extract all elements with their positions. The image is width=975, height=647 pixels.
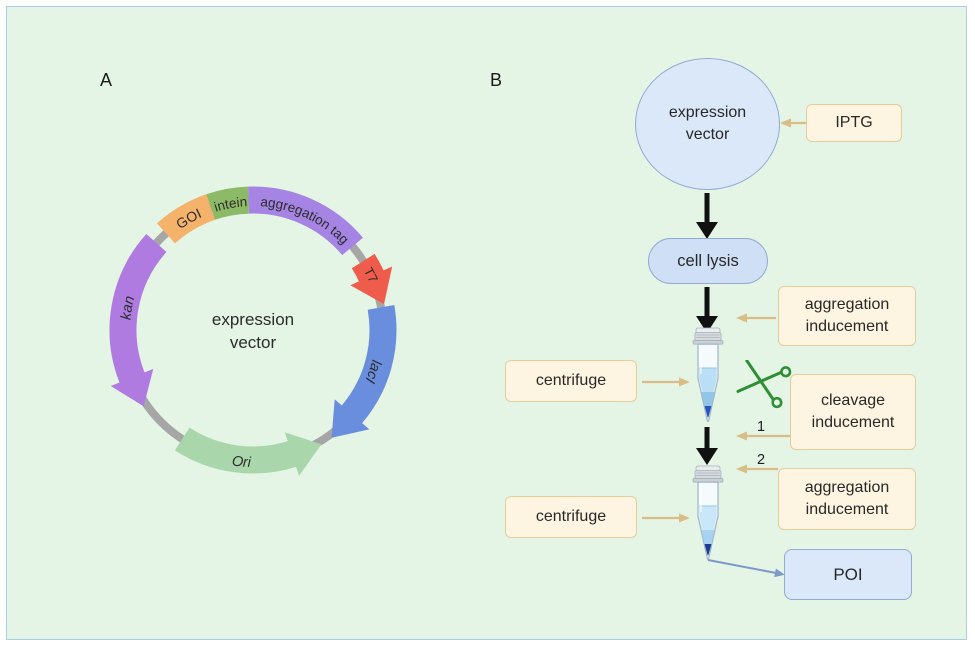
centrifuge-1-arrow (642, 377, 690, 387)
cell-lysis-node: cell lysis (648, 238, 768, 284)
plasmid-center-label-line1: expression (212, 310, 294, 329)
step-1-number: 1 (757, 419, 766, 435)
flow-arrow-1 (696, 193, 718, 239)
tube1-cap (694, 332, 722, 341)
cleavage-inducement-line1: cleavage (820, 392, 886, 410)
expression-vector-node: expression vector (635, 58, 780, 190)
segment-kan-arrow (109, 233, 167, 407)
expression-vector-line1: expression (668, 104, 747, 122)
expression-vector-line2: vector (685, 126, 730, 143)
flow-arrow-3 (696, 427, 718, 465)
poi-arrow (707, 559, 785, 578)
flow-arrow-2 (696, 287, 718, 333)
aggregation-inducement-2-line1: aggregation (804, 479, 890, 497)
cleavage-inducement-arrow (736, 431, 790, 441)
aggregation-inducement-1-line2: inducement (805, 318, 889, 335)
tube1-pellet (704, 406, 712, 418)
cell-lysis-label: cell lysis (677, 251, 739, 270)
centrifuge-1-callout: centrifuge (505, 360, 637, 402)
centrifuge-2-label: centrifuge (535, 508, 607, 525)
intein-label: intein (212, 194, 247, 215)
aggregation-inducement-1-callout: aggregation inducement (778, 286, 916, 346)
laci-label: lacI (361, 358, 384, 385)
kan-label: kan (118, 294, 138, 320)
panel-b-label: B (490, 70, 503, 90)
step-2-number: 2 (757, 452, 766, 468)
segment-ori-arrow (174, 427, 322, 476)
poi-node: POI (784, 549, 912, 600)
aggregation-inducement-1-line1: aggregation (804, 296, 890, 314)
segment-intein (206, 186, 250, 220)
iptg-arrow (780, 118, 806, 128)
aggregation-inducement-2-arrow (736, 464, 778, 474)
tube2-flange (692, 478, 724, 483)
iptg-label: IPTG (835, 114, 873, 131)
plasmid-center-label-line2: vector (230, 333, 277, 352)
poi-label: POI (833, 564, 863, 584)
iptg-callout: IPTG (806, 104, 902, 142)
centrifuge-1-label: centrifuge (535, 372, 607, 389)
centrifuge-2-arrow (642, 513, 690, 523)
tube1-flange (692, 340, 724, 345)
tube-icon-2 (692, 465, 724, 561)
ori-label: Ori (231, 454, 252, 472)
scissors-icon (736, 360, 792, 409)
segment-goi (156, 194, 216, 244)
aggregation-inducement-2-line2: inducement (805, 501, 889, 518)
segment-laci-arrow (331, 305, 397, 438)
tube-icon-1 (692, 327, 724, 423)
segment-aggregation-tag (248, 186, 363, 256)
panel-a-label: A (100, 70, 113, 90)
cleavage-inducement-line2: inducement (811, 414, 895, 431)
segment-t7-promoter-arrow (350, 253, 393, 305)
aggregation-inducement-2-callout: aggregation inducement (778, 468, 916, 530)
tube2-cap (694, 470, 722, 479)
t7-label: T7 (361, 265, 381, 285)
plasmid-map: GOI intein aggregation tag kan lacI Ori … (109, 186, 397, 476)
aggregation-inducement-1-arrow (736, 313, 776, 323)
tube2-pellet (704, 544, 712, 556)
cleavage-inducement-callout: cleavage inducement (790, 374, 916, 450)
centrifuge-2-callout: centrifuge (505, 496, 637, 538)
